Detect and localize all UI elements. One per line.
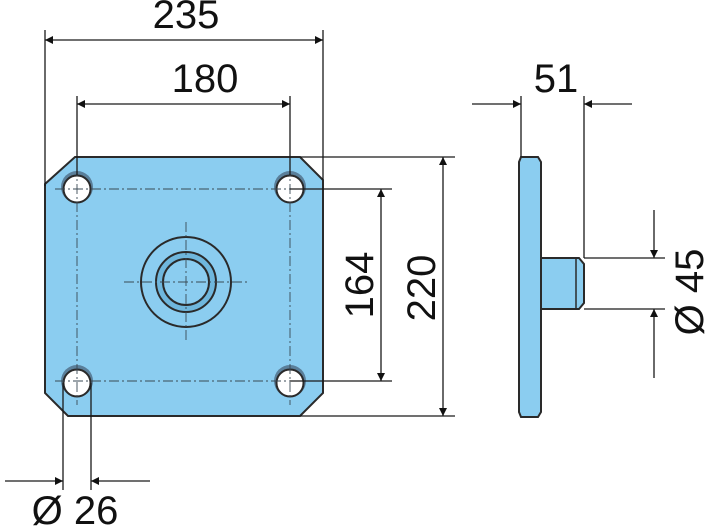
side-view [518,156,585,418]
hole-diameter-label: Ø 26 [32,489,119,526]
dimension-side-depth: 51 [472,57,632,258]
overall-width-label: 235 [153,0,220,37]
dimension-overall-height: 220 [300,156,455,417]
hole-spacing-horizontal-label: 180 [172,57,239,101]
plate-side-profile [518,156,542,418]
hole-spacing-vertical-label: 164 [338,252,382,319]
spigot-side-profile [540,257,585,310]
dimension-hole-spacing-horizontal: 180 [76,57,291,175]
dimension-spigot-diameter: Ø 45 [584,210,705,378]
overall-height-label: 220 [400,255,444,322]
center-lines [55,166,312,405]
side-depth-label: 51 [534,57,579,101]
front-view [44,156,324,417]
dimension-hole-spacing-vertical: 164 [290,188,392,382]
spigot-diameter-label: Ø 45 [668,249,705,336]
dimension-hole-diameter: Ø 26 [5,383,150,526]
dimension-overall-width: 235 [44,0,324,186]
